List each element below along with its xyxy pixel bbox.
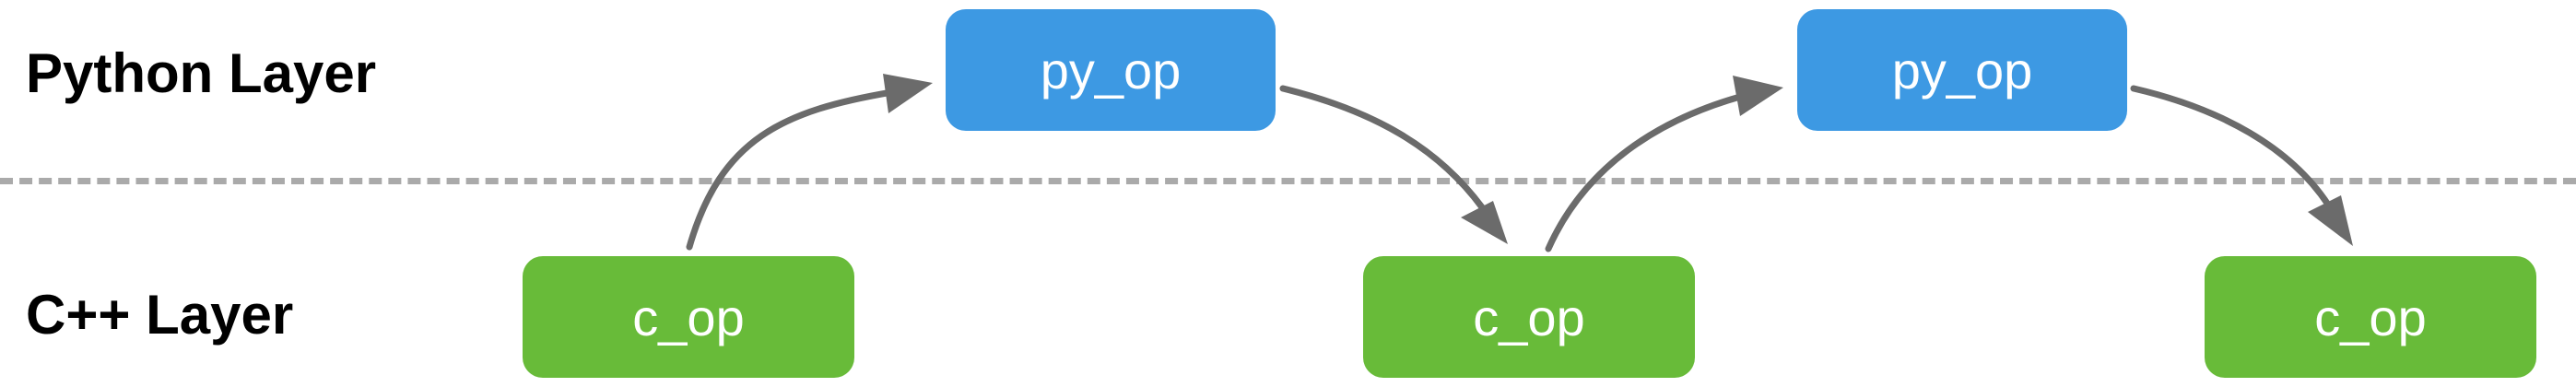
arrowhead-3 bbox=[1733, 76, 1783, 116]
cpp-layer-label: C++ Layer bbox=[26, 284, 294, 346]
layer-divider bbox=[0, 178, 2576, 184]
arrow-py-op-1-to-c-op-2 bbox=[1279, 85, 1486, 211]
arrowhead-1 bbox=[883, 74, 933, 113]
c-op-box-2: c_op bbox=[1363, 256, 1695, 378]
py-op-label-1: py_op bbox=[1040, 41, 1182, 100]
c-op-label-3: c_op bbox=[2314, 287, 2427, 346]
c-op-box-1: c_op bbox=[523, 256, 854, 378]
arrowhead-2 bbox=[1461, 201, 1508, 244]
arrow-py-op-2-to-c-op-3 bbox=[2130, 85, 2332, 208]
py-op-box-2: py_op bbox=[1797, 9, 2127, 131]
c-op-box-3: c_op bbox=[2205, 256, 2536, 378]
arrow-c-op-1-to-py-op-1 bbox=[686, 88, 896, 251]
c-op-label-2: c_op bbox=[1473, 287, 1585, 346]
py-op-box-1: py_op bbox=[946, 9, 1276, 131]
arrowhead-4 bbox=[2308, 195, 2353, 246]
arrow-c-op-2-to-py-op-2 bbox=[1545, 93, 1744, 252]
py-op-label-2: py_op bbox=[1891, 41, 2033, 100]
c-op-label-1: c_op bbox=[632, 287, 745, 346]
python-layer-label: Python Layer bbox=[26, 42, 377, 104]
